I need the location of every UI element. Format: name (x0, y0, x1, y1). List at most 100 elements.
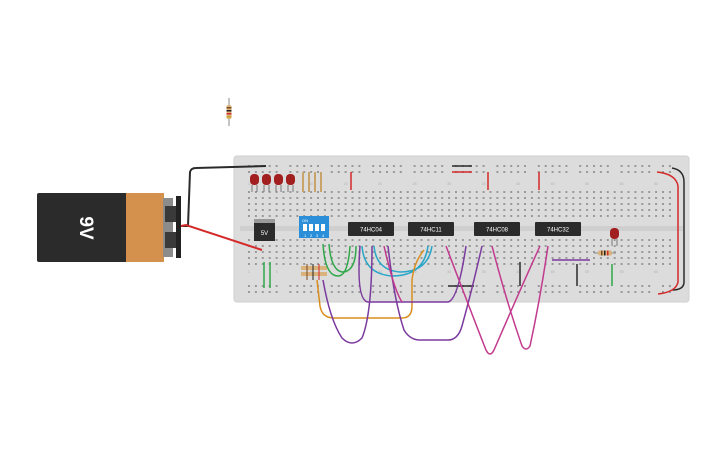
breadboard-hole[interactable] (427, 245, 430, 247)
breadboard-hole[interactable] (551, 165, 554, 167)
loose-resistor[interactable] (226, 98, 232, 126)
breadboard-hole[interactable] (648, 203, 651, 205)
breadboard-hole[interactable] (648, 209, 651, 211)
breadboard-hole[interactable] (268, 209, 271, 211)
breadboard-hole[interactable] (261, 203, 264, 205)
breadboard-hole[interactable] (413, 191, 416, 193)
breadboard-hole[interactable] (310, 209, 313, 211)
breadboard-hole[interactable] (296, 191, 299, 193)
breadboard-hole[interactable] (558, 165, 561, 167)
breadboard-hole[interactable] (420, 203, 423, 205)
breadboard-hole[interactable] (496, 165, 499, 167)
breadboard-hole[interactable] (317, 165, 319, 167)
breadboard-hole[interactable] (517, 291, 520, 293)
breadboard-hole[interactable] (489, 191, 492, 193)
breadboard-hole[interactable] (662, 171, 664, 173)
breadboard-hole[interactable] (413, 285, 416, 287)
breadboard-hole[interactable] (379, 203, 382, 205)
breadboard-hole[interactable] (441, 263, 444, 265)
breadboard-hole[interactable] (565, 209, 568, 211)
breadboard-hole[interactable] (606, 171, 609, 173)
breadboard-hole[interactable] (351, 239, 354, 241)
breadboard-hole[interactable] (441, 209, 444, 211)
breadboard-hole[interactable] (386, 215, 388, 217)
breadboard-hole[interactable] (461, 191, 464, 193)
breadboard-hole[interactable] (296, 215, 299, 217)
breadboard-hole[interactable] (641, 191, 644, 193)
breadboard-hole[interactable] (455, 203, 457, 205)
breadboard-hole[interactable] (634, 251, 637, 253)
breadboard-hole[interactable] (613, 203, 616, 205)
breadboard-hole[interactable] (482, 165, 485, 167)
breadboard-hole[interactable] (475, 165, 478, 167)
breadboard-hole[interactable] (606, 257, 609, 259)
breadboard-hole[interactable] (379, 171, 382, 173)
breadboard-hole[interactable] (261, 191, 264, 193)
breadboard-hole[interactable] (655, 251, 658, 253)
breadboard-hole[interactable] (296, 245, 299, 247)
breadboard-hole[interactable] (434, 197, 437, 199)
breadboard-hole[interactable] (620, 203, 623, 205)
breadboard-hole[interactable] (606, 239, 609, 241)
breadboard-hole[interactable] (344, 239, 347, 241)
breadboard-hole[interactable] (655, 197, 658, 199)
breadboard-hole[interactable] (303, 203, 306, 205)
breadboard-hole[interactable] (524, 285, 526, 287)
breadboard-hole[interactable] (296, 171, 299, 173)
breadboard-hole[interactable] (482, 197, 485, 199)
breadboard-hole[interactable] (365, 251, 368, 253)
breadboard-hole[interactable] (662, 215, 664, 217)
breadboard-hole[interactable] (386, 291, 388, 293)
breadboard-hole[interactable] (668, 203, 671, 205)
breadboard-hole[interactable] (524, 263, 526, 265)
breadboard-hole[interactable] (537, 239, 540, 241)
breadboard-hole[interactable] (379, 191, 382, 193)
breadboard-hole[interactable] (641, 245, 644, 247)
breadboard-hole[interactable] (392, 191, 395, 193)
breadboard-hole[interactable] (503, 245, 506, 247)
breadboard-hole[interactable] (648, 291, 651, 293)
breadboard-hole[interactable] (441, 165, 444, 167)
breadboard-hole[interactable] (579, 215, 582, 217)
breadboard-hole[interactable] (420, 239, 423, 241)
breadboard-hole[interactable] (365, 191, 368, 193)
breadboard-hole[interactable] (344, 263, 347, 265)
breadboard-hole[interactable] (655, 263, 658, 265)
breadboard-hole[interactable] (662, 239, 664, 241)
breadboard-hole[interactable] (337, 245, 340, 247)
breadboard-hole[interactable] (482, 263, 485, 265)
breadboard-hole[interactable] (310, 285, 313, 287)
breadboard-hole[interactable] (620, 245, 623, 247)
breadboard-hole[interactable] (358, 209, 361, 211)
breadboard-hole[interactable] (579, 203, 582, 205)
breadboard-hole[interactable] (268, 291, 271, 293)
breadboard-hole[interactable] (427, 239, 430, 241)
breadboard-hole[interactable] (275, 209, 278, 211)
breadboard-hole[interactable] (392, 257, 395, 259)
breadboard-hole[interactable] (482, 245, 485, 247)
breadboard-hole[interactable] (289, 285, 292, 287)
breadboard-hole[interactable] (275, 171, 278, 173)
breadboard-hole[interactable] (303, 165, 306, 167)
chip-74hc04[interactable]: 74HC04 (348, 222, 394, 236)
breadboard-hole[interactable] (413, 257, 416, 259)
breadboard-hole[interactable] (627, 245, 630, 247)
breadboard-hole[interactable] (579, 165, 582, 167)
breadboard-hole[interactable] (448, 245, 451, 247)
breadboard-hole[interactable] (503, 191, 506, 193)
breadboard-hole[interactable] (261, 291, 264, 293)
breadboard-hole[interactable] (572, 245, 575, 247)
breadboard-hole[interactable] (323, 203, 326, 205)
breadboard-hole[interactable] (289, 257, 292, 259)
breadboard-hole[interactable] (310, 251, 313, 253)
breadboard-hole[interactable] (510, 245, 513, 247)
breadboard-hole[interactable] (510, 291, 513, 293)
breadboard-hole[interactable] (261, 171, 264, 173)
breadboard-hole[interactable] (641, 285, 644, 287)
breadboard-hole[interactable] (289, 239, 292, 241)
breadboard-hole[interactable] (330, 239, 333, 241)
breadboard-hole[interactable] (434, 203, 437, 205)
breadboard-hole[interactable] (496, 291, 499, 293)
breadboard-hole[interactable] (337, 285, 340, 287)
breadboard-hole[interactable] (289, 263, 292, 265)
